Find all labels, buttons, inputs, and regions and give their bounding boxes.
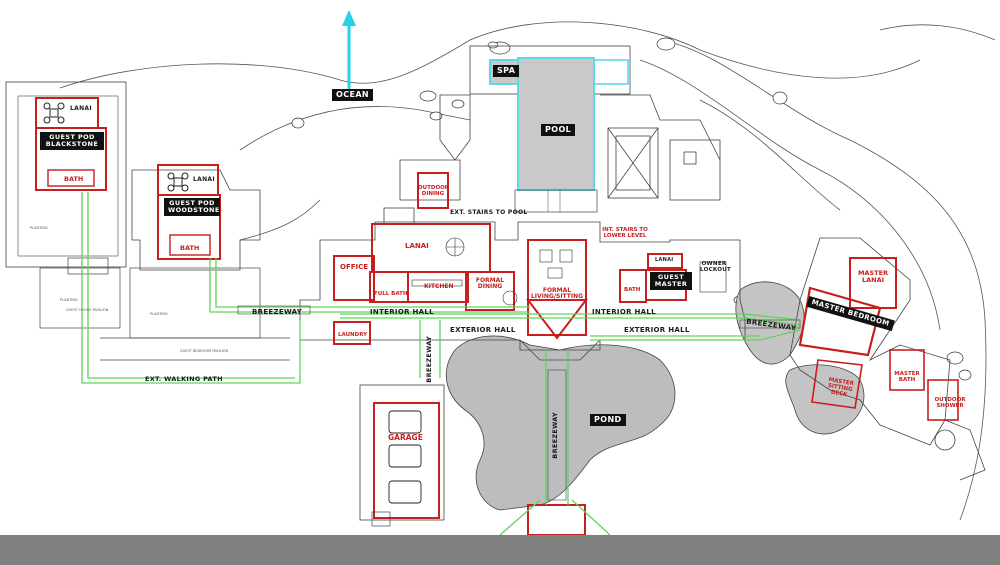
guest-pod-woodstone-label: GUEST POD WOODSTONE [164, 198, 220, 216]
formal-dining-label: FORMAL DINING [475, 277, 505, 291]
planting-label-2: PLANTING [60, 298, 78, 302]
pool-label: POOL [541, 124, 576, 137]
pool-deck [514, 189, 598, 213]
exterior-hall-east-label: EXTERIOR HALL [624, 326, 690, 334]
spa-extension [593, 59, 629, 85]
owner-lockout-label: OWNER LOCKOUT [700, 261, 732, 273]
planting-label-3: PLANTING [150, 312, 168, 316]
breezeway-pond-label: BREEZEWAY [551, 412, 559, 459]
breezeway-bars [237, 305, 801, 501]
room-outlines [333, 172, 687, 345]
main-house-outline [299, 159, 746, 361]
walking-paths [81, 192, 801, 536]
breezeway-west-label: BREEZEWAY [252, 308, 303, 316]
pool-pavilions [439, 94, 721, 201]
bath-guest-label: BATH [624, 287, 641, 293]
ext-walking-path-label: EXT. WALKING PATH [145, 375, 223, 383]
full-bath-label: FULL BATH [374, 291, 408, 297]
laundry-label: LAUNDRY [338, 332, 368, 338]
lanai-blackstone-label: LANAI [70, 105, 92, 112]
guest-master-label: GUEST MASTER [650, 272, 692, 290]
room-fixtures [411, 237, 727, 306]
lanai-guest-label: LANAI [655, 257, 674, 263]
bath-woodstone-label: BATH [180, 244, 200, 252]
exterior-hall-west-label: EXTERIOR HALL [450, 326, 516, 334]
garage-building [359, 384, 445, 527]
ocean-label: OCEAN [332, 89, 374, 102]
guest-pod-blackstone-label: GUEST POD BLACKSTONE [40, 132, 104, 150]
pond-shape-southeast [785, 364, 865, 435]
formal-living-sitting-label: FORMAL LIVING/SITTING [530, 287, 584, 301]
guest-pod-woodstone-building [131, 164, 261, 271]
ext-stairs-to-pool-label: EXT. STAIRS TO POOL [450, 209, 528, 216]
breezeway-south-label: BREEZEWAY [425, 336, 433, 383]
master-wing [789, 237, 986, 481]
guest-house-pavilion-label: GUEST HOUSE PAVILION [66, 308, 109, 312]
outdoor-shower-label: OUTDOOR SHOWER [934, 397, 966, 409]
int-stairs-to-lower-level-label: INT. STAIRS TO LOWER LEVEL [602, 227, 648, 239]
master-bath-label: MASTER BATH [894, 371, 920, 383]
interior-hall-west-label: INTERIOR HALL [370, 308, 434, 316]
pond-shape [446, 335, 676, 511]
kitchen-label: KITCHEN [424, 283, 454, 290]
south-entry-structure [527, 504, 586, 536]
interior-hall-east-label: INTERIOR HALL [592, 308, 656, 316]
lanai-woodstone-label: LANAI [193, 176, 215, 183]
outdoor-dining-label: OUTDOOR DINING [418, 185, 450, 197]
footer-bar [0, 535, 1000, 565]
spa-label: SPA [493, 65, 520, 78]
master-lanai-label: MASTER LANAI [857, 269, 889, 284]
site-contours [59, 21, 996, 521]
guest-pod-blackstone-building [5, 81, 127, 268]
planting-label-1: PLANTING [30, 226, 48, 230]
north-arrow [342, 10, 356, 90]
garage-label: GARAGE [388, 433, 423, 442]
bath-blackstone-label: BATH [64, 175, 84, 183]
pond-label: POND [590, 414, 626, 427]
guest-bedroom-pavilion-label: GUEST BEDROOM PAVILION [180, 349, 229, 353]
lanai-main-label: LANAI [405, 242, 429, 250]
office-label: OFFICE [340, 263, 369, 271]
